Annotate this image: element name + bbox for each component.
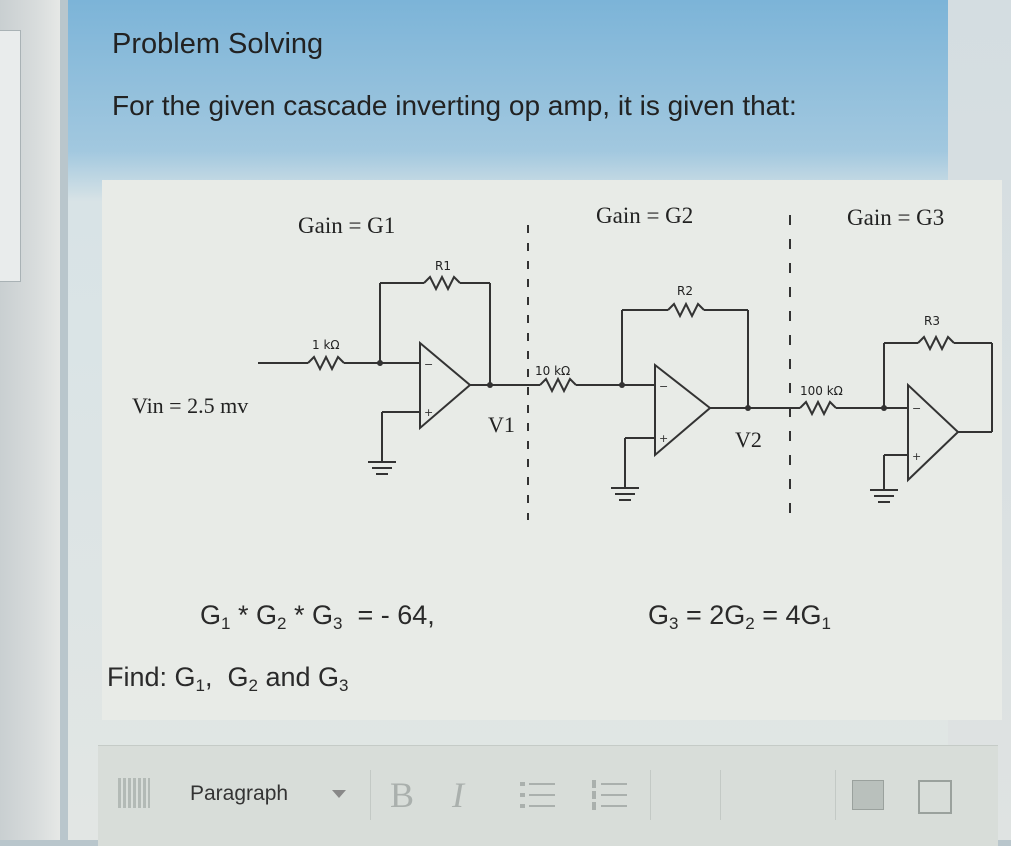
input-resistor-label: 1 kΩ xyxy=(312,338,340,352)
resistor-r2 xyxy=(667,301,705,319)
resistor-1k xyxy=(307,354,345,372)
node-v2-label: V2 xyxy=(735,427,762,452)
r3-label: R3 xyxy=(924,314,940,328)
svg-text:−: − xyxy=(912,402,921,415)
left-window-frame xyxy=(0,30,21,282)
italic-button[interactable]: I xyxy=(452,775,464,815)
find-statement: Find: G1, G2 and G3 xyxy=(107,662,349,695)
opamp-3 xyxy=(907,382,960,483)
gain-product-equation: G1 * G2 * G3 = - 64, xyxy=(200,600,435,633)
vin-label: Vin = 2.5 mv xyxy=(132,393,248,418)
r2-label: R2 xyxy=(677,284,693,298)
svg-text:−: − xyxy=(424,358,433,371)
resistor-100k xyxy=(799,399,837,417)
gain-ratio-equation: G3 = 2G2 = 4G1 xyxy=(648,600,832,633)
opamp-1 xyxy=(419,340,472,431)
bullet-list-icon[interactable] xyxy=(520,778,556,812)
image-icon[interactable] xyxy=(852,780,884,810)
dropdown-caret-icon[interactable] xyxy=(332,790,346,798)
svg-text:−: − xyxy=(659,380,668,393)
toolbar-divider xyxy=(650,770,651,820)
toolbar-divider xyxy=(720,770,721,820)
stage-3-resistor-label: 100 kΩ xyxy=(800,384,843,398)
stage-2-resistor-label: 10 kΩ xyxy=(535,364,570,378)
stage-3-gain-label: Gain = G3 xyxy=(847,205,944,230)
media-icon[interactable] xyxy=(918,780,952,814)
resistor-r1 xyxy=(423,274,461,292)
r1-label: R1 xyxy=(435,259,451,273)
toolbar-grip-icon[interactable] xyxy=(118,778,150,808)
problem-title: Problem Solving xyxy=(112,28,324,60)
opamp-2 xyxy=(654,362,712,458)
resistor-r3 xyxy=(917,334,955,352)
stage-1-gain-label: Gain = G1 xyxy=(298,213,395,238)
bold-button[interactable]: B xyxy=(390,775,415,815)
resistor-10k xyxy=(539,376,577,394)
toolbar-divider xyxy=(835,770,836,820)
problem-intro: For the given cascade inverting op amp, … xyxy=(112,90,797,121)
svg-text:+: + xyxy=(424,406,433,419)
circuit-figure-area xyxy=(102,180,1002,720)
stage-2-gain-label: Gain = G2 xyxy=(596,203,693,228)
toolbar-divider xyxy=(370,770,371,820)
svg-text:+: + xyxy=(912,450,921,463)
svg-text:+: + xyxy=(659,432,668,445)
numbered-list-icon[interactable] xyxy=(592,778,628,812)
node-v1-label: V1 xyxy=(488,412,515,437)
paragraph-format-select[interactable]: Paragraph xyxy=(190,782,289,805)
